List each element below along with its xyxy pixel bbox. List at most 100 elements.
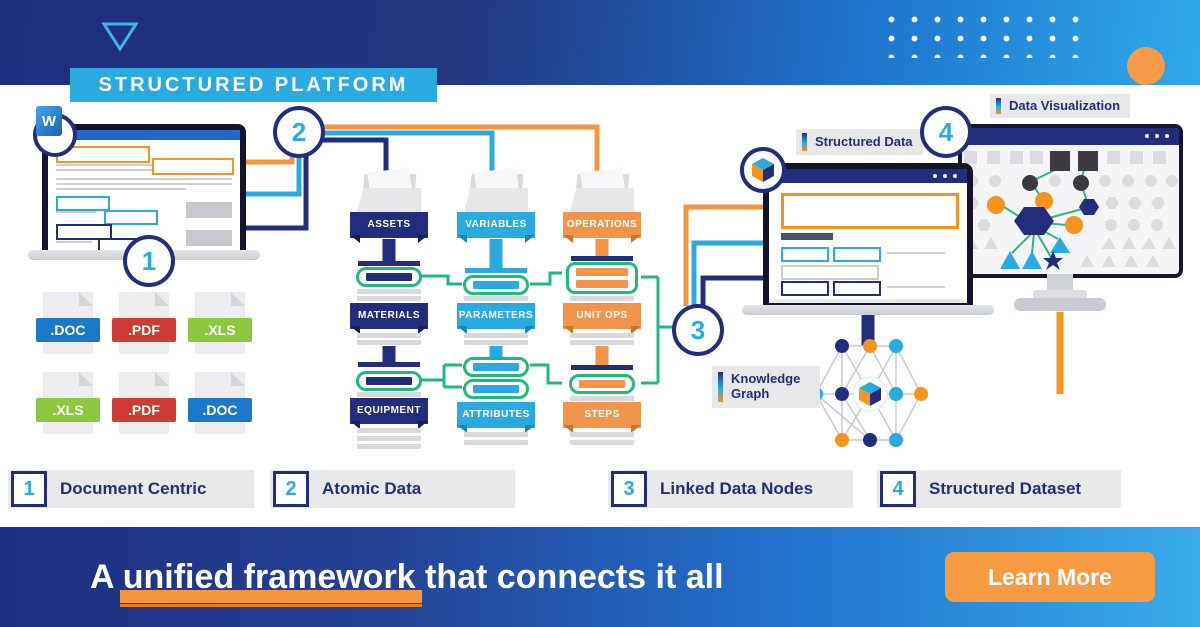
doc-highlight-box (152, 158, 234, 175)
doc-text-line (56, 188, 186, 190)
atomic-data-node (463, 357, 529, 377)
atomic-data-node (356, 267, 422, 287)
badge-4: 4 (920, 106, 972, 158)
laptop2-titlebar (769, 169, 967, 183)
atomic-data-node (569, 374, 635, 394)
footer-headline: A unified framework that connects it all (90, 527, 724, 627)
legend-label: Document Centric (60, 479, 207, 498)
column-operations: OPERATIONS UNIT OPS STEPS (557, 0, 647, 470)
legend-number: 1 (11, 471, 47, 507)
atomic-data-node (566, 262, 638, 294)
learn-more-button[interactable]: Learn More (945, 552, 1155, 602)
file-ext-label: .PDF (112, 318, 176, 342)
form-field (781, 265, 879, 280)
cube-icon-ring (740, 147, 786, 193)
laptop2-base (742, 305, 994, 315)
paper-edge (357, 444, 421, 449)
tag-marker (802, 132, 807, 152)
paper-edge (357, 296, 421, 301)
paper-edge (464, 340, 528, 345)
triangle-icon (101, 22, 139, 52)
tag-label: Knowledge Graph (731, 371, 801, 401)
connector-stem (595, 239, 609, 257)
column-assets: ASSETS MATERIALS EQUIPMENT (344, 0, 434, 470)
doc-text-line (56, 211, 96, 213)
tag-label: Data Visualization (1009, 97, 1121, 113)
legend-label: Structured Dataset (929, 479, 1082, 498)
legend-label: Linked Data Nodes (660, 479, 814, 498)
form-field (833, 281, 881, 296)
knowledge-graph (809, 339, 928, 447)
platform-title: STRUCTURED PLATFORM (70, 68, 437, 102)
file-ext-label: .DOC (188, 398, 252, 422)
stack-cap (358, 261, 420, 266)
atomic-data-node (356, 371, 422, 391)
paper-edge (357, 428, 421, 433)
monitor-stand-cap (1033, 290, 1087, 299)
legend-label: Atomic Data (322, 479, 422, 498)
badge-2: 2 (273, 106, 325, 158)
paper-edge (464, 440, 528, 445)
ribbon-label: UNIT OPS (563, 303, 641, 329)
connector-stem (489, 346, 503, 357)
badge-3: 3 (672, 304, 724, 356)
form-highlight-box (781, 193, 959, 229)
ribbon-label: STEPS (563, 402, 641, 428)
tag-marker (718, 372, 723, 402)
paper-edge (570, 333, 634, 338)
connector-stem (382, 239, 396, 262)
form-footer-bar (773, 299, 963, 303)
doc-text-line (56, 164, 176, 166)
tag-structured-data: Structured Data (796, 129, 923, 155)
laptop1-titlebar (48, 130, 240, 140)
column-variables: VARIABLES PARAMETERS ATTRIBUTES (451, 0, 541, 470)
paper-edge (570, 396, 634, 401)
doc-highlight-box (56, 196, 110, 211)
paper-edge (357, 289, 421, 294)
legend-item-4: 4 Structured Dataset (877, 470, 1121, 508)
form-field (833, 247, 881, 262)
laptop2-screen (763, 163, 973, 309)
doc-image-block (186, 230, 232, 246)
stack-cap (358, 362, 420, 367)
ribbon-label: PARAMETERS (457, 303, 535, 329)
form-field (781, 281, 829, 296)
monitor-stand-base (1014, 298, 1106, 311)
legend-item-1: 1 Document Centric (8, 470, 254, 508)
stack-cap (571, 256, 633, 261)
paper-edge (357, 333, 421, 338)
monitor-screen (958, 124, 1183, 278)
form-text-line (887, 286, 945, 288)
ribbon-label: EQUIPMENT (350, 398, 428, 424)
file-ext-label: .PDF (112, 398, 176, 422)
doc-text-line (56, 169, 156, 171)
legend-item-2: 2 Atomic Data (270, 470, 515, 508)
doc-highlight-box (56, 224, 112, 240)
doc-text-line (56, 241, 92, 243)
doc-image-block (186, 202, 232, 218)
paper-edge (464, 432, 528, 437)
paper-edge (570, 432, 634, 437)
legend-number: 4 (880, 471, 916, 507)
form-field (781, 247, 829, 262)
form-heading-bar (781, 233, 833, 240)
atomic-data-node (463, 275, 529, 295)
file-ext-label: .XLS (188, 318, 252, 342)
folder-icon (464, 167, 528, 212)
orange-circle-decoration (1127, 47, 1165, 85)
monitor-titlebar (962, 128, 1179, 145)
connector-stem (382, 346, 396, 362)
folder-icon (570, 167, 634, 212)
paper-edge (464, 333, 528, 338)
laptop1-screen (42, 124, 246, 258)
dot-grid-decoration (880, 10, 1084, 58)
network-graph (964, 151, 1178, 270)
paper-edge (464, 296, 528, 301)
tag-data-visualization: Data Visualization (990, 94, 1131, 118)
stack-cap (465, 268, 527, 273)
badge-1: 1 (123, 235, 175, 287)
paper-edge (570, 340, 634, 345)
paper-edge (357, 436, 421, 441)
monitor-stand-neck (1047, 274, 1073, 292)
